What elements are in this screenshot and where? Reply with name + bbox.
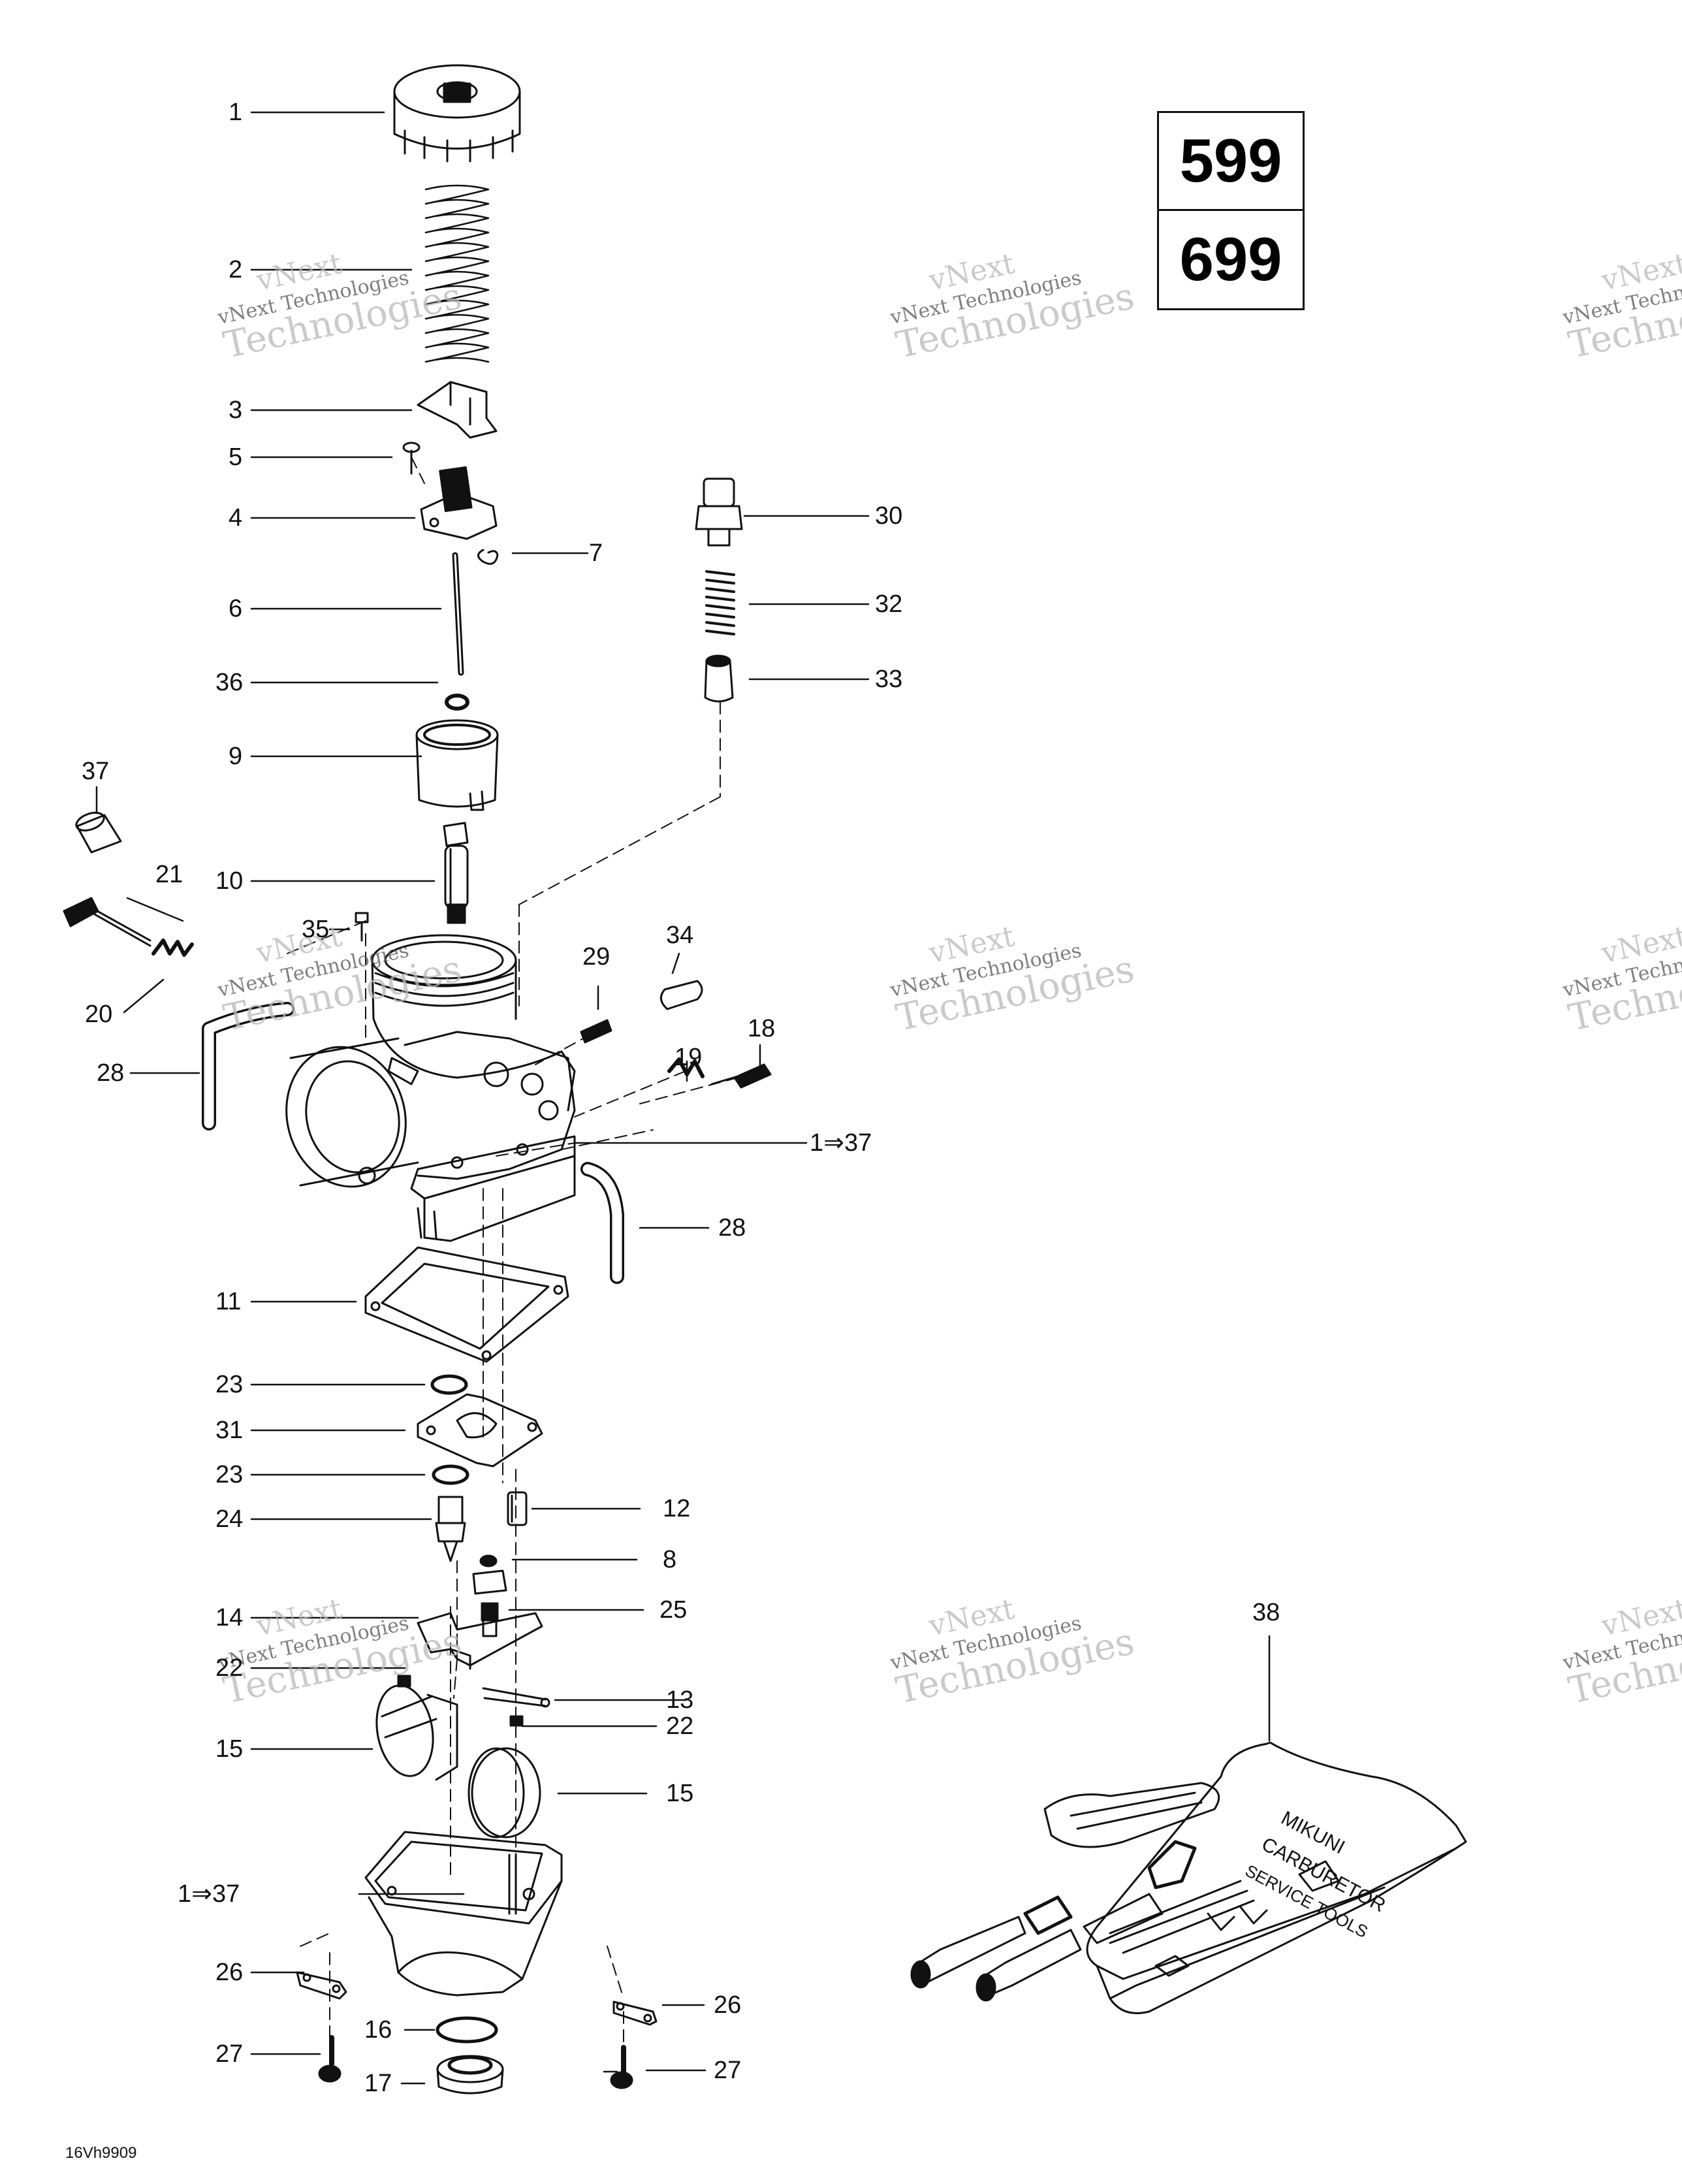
callout-37: 37 [82, 758, 110, 785]
part-18-screw [710, 1063, 772, 1089]
part-27-screw-right [610, 2045, 633, 2089]
callout-29: 29 [582, 943, 611, 971]
part-36-washer [445, 694, 469, 711]
part-3-retainer [417, 381, 498, 439]
part-21-air-screw [63, 897, 151, 947]
callout-26-left: 26 [215, 1959, 244, 1986]
callout-13: 13 [666, 1686, 694, 1714]
callout-30: 30 [875, 502, 903, 530]
part-37-cap [75, 811, 122, 854]
part-23-o-ring-lower [432, 1464, 469, 1485]
part-8-needle-valve-seat [472, 1554, 507, 1595]
callout-4: 4 [229, 504, 243, 532]
callout-24: 24 [215, 1505, 244, 1533]
callout-36: 36 [215, 669, 244, 696]
part-16-o-ring [436, 2016, 498, 2044]
callout-18: 18 [748, 1015, 776, 1042]
callout-26-right: 26 [714, 1991, 742, 2019]
callout-23-upper: 23 [215, 1371, 244, 1398]
callout-27-right: 27 [714, 2057, 742, 2084]
drawing-code: 16Vh9909 [65, 2144, 137, 2162]
callout-1-37-lower: 1⇒37 [178, 1880, 240, 1908]
callout-21: 21 [155, 861, 183, 888]
callout-31: 31 [215, 1417, 244, 1444]
callout-20: 20 [85, 1001, 113, 1028]
part-34-cap [659, 980, 703, 1010]
part-35-screw [355, 912, 369, 942]
callout-33: 33 [875, 666, 903, 693]
part-23-o-ring-upper [430, 1374, 468, 1395]
part-25-needle-valve [481, 1602, 499, 1637]
callout-15-left: 15 [215, 1735, 244, 1763]
part-28-hose-left [202, 1002, 294, 1131]
part-13-pin [482, 1687, 550, 1708]
callout-35: 35 [302, 916, 330, 943]
callout-23-lower: 23 [215, 1461, 244, 1488]
part-26-clamp-right [612, 2000, 658, 2026]
model-applicability-box: 599 699 [1157, 111, 1305, 310]
callout-27-left: 27 [215, 2040, 244, 2068]
part-12-jet [507, 1491, 528, 1526]
part-38-tool-kit: MIKUNI CARBURETOR SERVICE TOOLS [910, 1741, 1467, 2014]
part-24-main-jet [435, 1496, 466, 1562]
part-11-gasket [364, 1246, 569, 1363]
callout-2: 2 [229, 256, 243, 283]
part-2-spring [424, 184, 490, 363]
part-20-spring [151, 939, 194, 957]
part-19-spring [667, 1057, 705, 1078]
part-9-slide [415, 719, 499, 811]
callout-1-37-upper: 1⇒37 [810, 1129, 872, 1157]
part-15-float-left [375, 1684, 458, 1781]
callout-6: 6 [229, 595, 243, 622]
part-15-float-right [468, 1747, 541, 1839]
part-31-plate [417, 1393, 543, 1468]
callout-22-left: 22 [215, 1654, 244, 1682]
part-27-screw-left [318, 2035, 341, 2083]
part-4-plate [420, 466, 498, 540]
callout-7: 7 [589, 539, 603, 567]
callout-22-right: 22 [666, 1712, 694, 1740]
callout-19: 19 [674, 1044, 703, 1071]
callout-32: 32 [875, 590, 903, 618]
callout-16: 16 [364, 2016, 392, 2044]
part-30-fitting [695, 477, 743, 547]
part-29-screw [580, 1019, 612, 1044]
part-7-clip [477, 549, 499, 565]
part-17-drain-plug [436, 2055, 504, 2095]
callout-11: 11 [215, 1288, 242, 1315]
part-6-jet-needle [452, 552, 464, 676]
callout-1: 1 [229, 99, 243, 126]
callout-10: 10 [215, 867, 244, 895]
assembly-axes [287, 457, 738, 2051]
callout-8: 8 [663, 1546, 677, 1573]
part-32-spring [705, 570, 735, 635]
callout-25: 25 [659, 1596, 688, 1624]
callout-17: 17 [364, 2070, 392, 2097]
callout-9: 9 [229, 743, 243, 770]
callout-28: 28 [97, 1059, 125, 1087]
part-33-sleeve [704, 654, 734, 703]
part-14-float-arm [417, 1612, 543, 1670]
part-26-clamp-left [296, 1971, 347, 2000]
callout-14: 14 [215, 1604, 244, 1631]
model-699: 699 [1179, 225, 1282, 294]
callout-12: 12 [663, 1495, 691, 1522]
callout-15-right: 15 [666, 1780, 694, 1807]
callout-28-right: 28 [718, 1214, 746, 1242]
carburetor-body [285, 934, 576, 1242]
leader-lines [95, 111, 1271, 2085]
part-1-cap-nut [393, 64, 521, 163]
model-599: 599 [1159, 113, 1303, 211]
part-22-plug-right [509, 1715, 524, 1727]
float-bowl [364, 1831, 563, 1997]
callout-5: 5 [229, 443, 243, 471]
callout-34: 34 [666, 922, 694, 949]
callout-3: 3 [229, 396, 243, 424]
part-28-hose-right [580, 1162, 624, 1284]
part-5-screw [402, 442, 420, 475]
callout-38: 38 [1252, 1599, 1280, 1626]
part-10-needle-jet [443, 822, 469, 924]
